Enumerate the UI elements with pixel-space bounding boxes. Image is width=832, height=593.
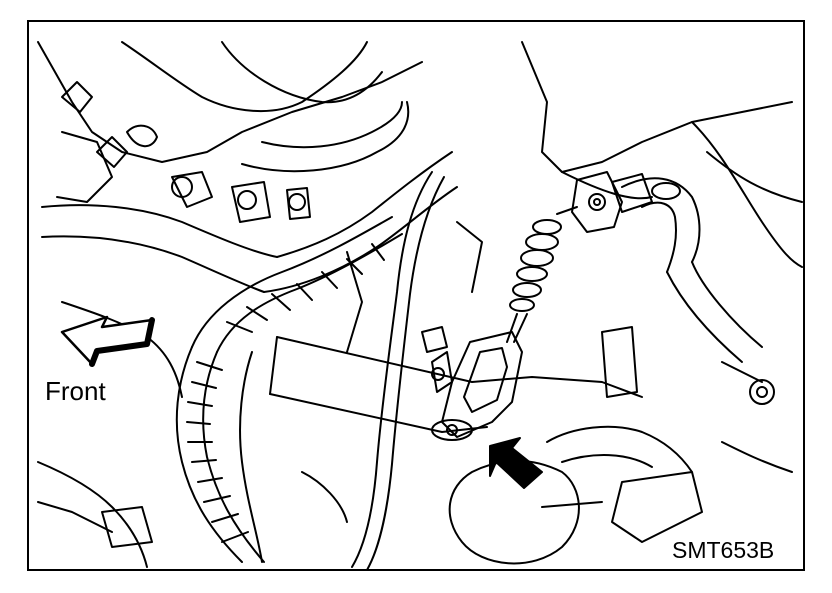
- engine-block-upper-left: [37, 41, 423, 203]
- figure-code-label: SMT653B: [672, 537, 775, 563]
- front-direction-label: Front: [45, 376, 106, 406]
- wiring-harness: [175, 216, 403, 563]
- right-hose: [621, 177, 763, 363]
- lower-housing-right: [448, 326, 793, 565]
- arrow-left-icon: [60, 315, 155, 367]
- accordion-boot: [506, 206, 578, 343]
- arrow-up-left-icon: [489, 437, 543, 489]
- cable-end-clamp: [421, 326, 523, 441]
- upper-fittings: [171, 171, 311, 223]
- illustration-frame: [27, 20, 805, 571]
- engine-block-upper-right: [521, 41, 803, 268]
- engine-bay-line-drawing: [37, 41, 803, 569]
- cable-bracket: [571, 171, 623, 233]
- upper-hose: [41, 101, 458, 293]
